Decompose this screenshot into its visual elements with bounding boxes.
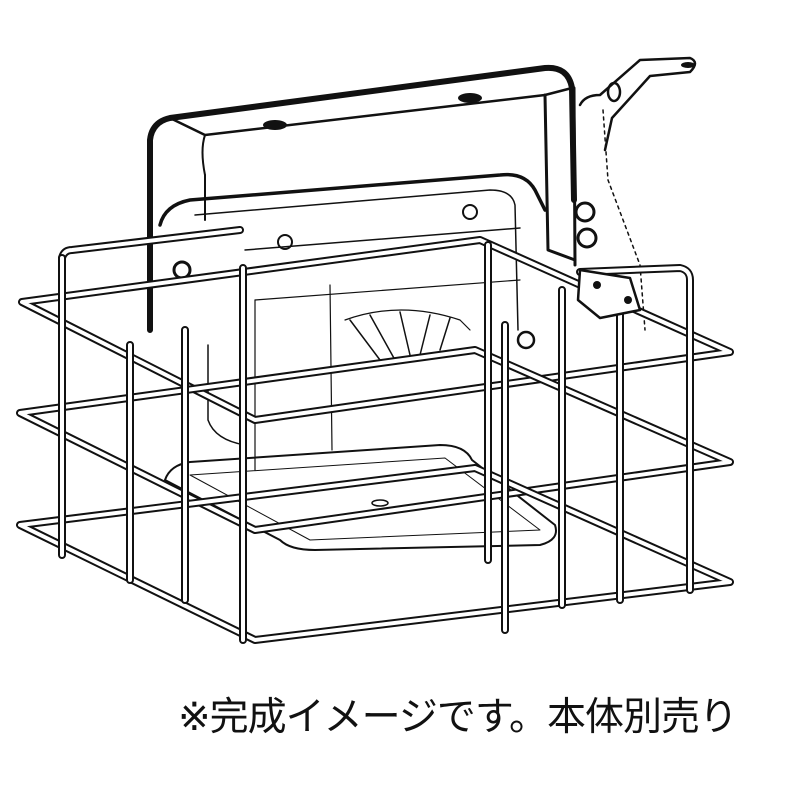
cage-clamp: [576, 268, 642, 320]
cage-vertical-rods: [126, 241, 624, 644]
fixture-body: [158, 172, 557, 551]
cage-back-ring: [58, 226, 694, 594]
side-bolts: [172, 201, 598, 350]
cage-bottom-ring: [16, 464, 734, 644]
caption-text: ※完成イメージです。本体別売り: [178, 695, 738, 740]
mounting-bracket: [147, 64, 577, 333]
wire-guard-drawing: [16, 56, 734, 644]
wire-cage: [16, 226, 734, 644]
hanging-tab: [578, 56, 697, 331]
cage-top-ring: [18, 236, 734, 424]
cage-middle-ring: [16, 346, 734, 534]
wire-guard-illustration: [16, 56, 734, 644]
